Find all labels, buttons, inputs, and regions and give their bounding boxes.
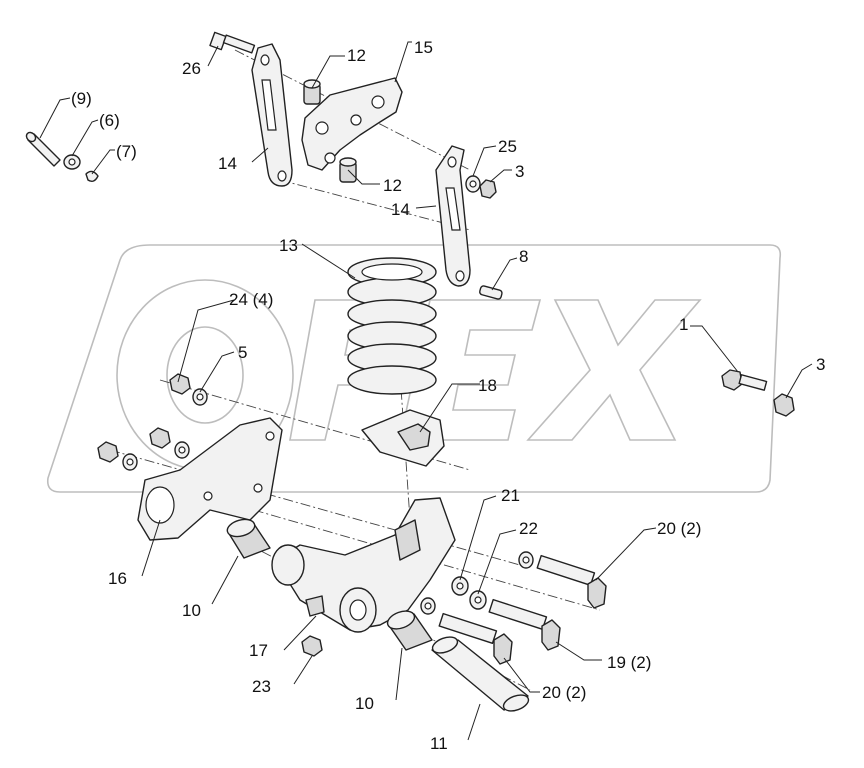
- lever-14-right: [435, 145, 471, 287]
- callout-5: 5: [238, 343, 247, 362]
- washer-5-b: [122, 453, 138, 471]
- nut-3-right: [773, 393, 795, 417]
- callout-9: (9): [71, 89, 92, 108]
- lever-14-left: [251, 43, 293, 187]
- nut-24-c: [149, 427, 171, 449]
- pin-9: [25, 131, 61, 167]
- callout-15: 15: [414, 38, 433, 57]
- callout-12-top: 12: [347, 46, 366, 65]
- washer-20-upper: [518, 551, 534, 569]
- callout-1: 1: [679, 315, 688, 334]
- nut-23: [301, 635, 323, 657]
- bushing-10-left: [226, 518, 271, 559]
- callout-20-lower: 20 (2): [542, 683, 586, 702]
- sleeve-11: [431, 636, 530, 712]
- swing-arm-body-17: [271, 497, 456, 633]
- callout-13: 13: [279, 236, 298, 255]
- bolt-20-upper: [536, 554, 607, 609]
- washer-5: [192, 388, 208, 406]
- leader-lines: [39, 41, 813, 741]
- callout-21: 21: [501, 486, 520, 505]
- bolt-1: [721, 369, 768, 391]
- callout-20-upper: 20 (2): [657, 519, 701, 538]
- spring-seat-18: [361, 409, 445, 467]
- coil-spring-13: [347, 257, 437, 395]
- callout-3-right: 3: [816, 355, 825, 374]
- callout-14-right: 14: [391, 200, 410, 219]
- bracket-plate-15: [301, 77, 403, 171]
- callout-10-right: 10: [355, 694, 374, 713]
- callout-14-left: 14: [218, 154, 237, 173]
- bolt-26: [209, 31, 256, 54]
- callout-12-bottom: 12: [383, 176, 402, 195]
- side-plate-16: [137, 417, 283, 541]
- callout-23: 23: [252, 677, 271, 696]
- washer-5-c: [174, 441, 190, 459]
- callout-19: 19 (2): [607, 653, 651, 672]
- washer-22: [469, 590, 487, 610]
- callout-18: 18: [478, 376, 497, 395]
- callout-11: 11: [430, 734, 448, 753]
- callout-3-upper: 3: [515, 162, 524, 181]
- bushing-10-right: [386, 610, 433, 651]
- washer-25: [465, 175, 481, 193]
- callout-labels: 26 12 15 (9) (6) (7) 14 25 3 12 14 13 8 …: [71, 38, 825, 753]
- pin-8: [479, 285, 503, 300]
- callout-16: 16: [108, 569, 127, 588]
- bolt-19: [488, 598, 561, 651]
- clip-7: [85, 170, 99, 183]
- callout-26: 26: [182, 59, 201, 78]
- callout-6: (6): [99, 111, 120, 130]
- bushing-12-top: [303, 79, 321, 105]
- bolt-20-lower: [438, 612, 513, 665]
- callout-22: 22: [519, 519, 538, 538]
- callout-17: 17: [249, 641, 268, 660]
- callout-8: 8: [519, 247, 528, 266]
- callout-25: 25: [498, 137, 517, 156]
- callout-24: 24 (4): [229, 290, 273, 309]
- washer-21: [451, 576, 469, 596]
- nut-24-b: [97, 441, 119, 463]
- washer-22-b: [420, 597, 436, 615]
- washer-6: [63, 154, 81, 170]
- nut-3-upper: [479, 179, 497, 199]
- bushing-12-bottom: [339, 157, 357, 183]
- callout-10-left: 10: [182, 601, 201, 620]
- nut-24-a: [169, 373, 191, 395]
- callout-7: (7): [116, 142, 137, 161]
